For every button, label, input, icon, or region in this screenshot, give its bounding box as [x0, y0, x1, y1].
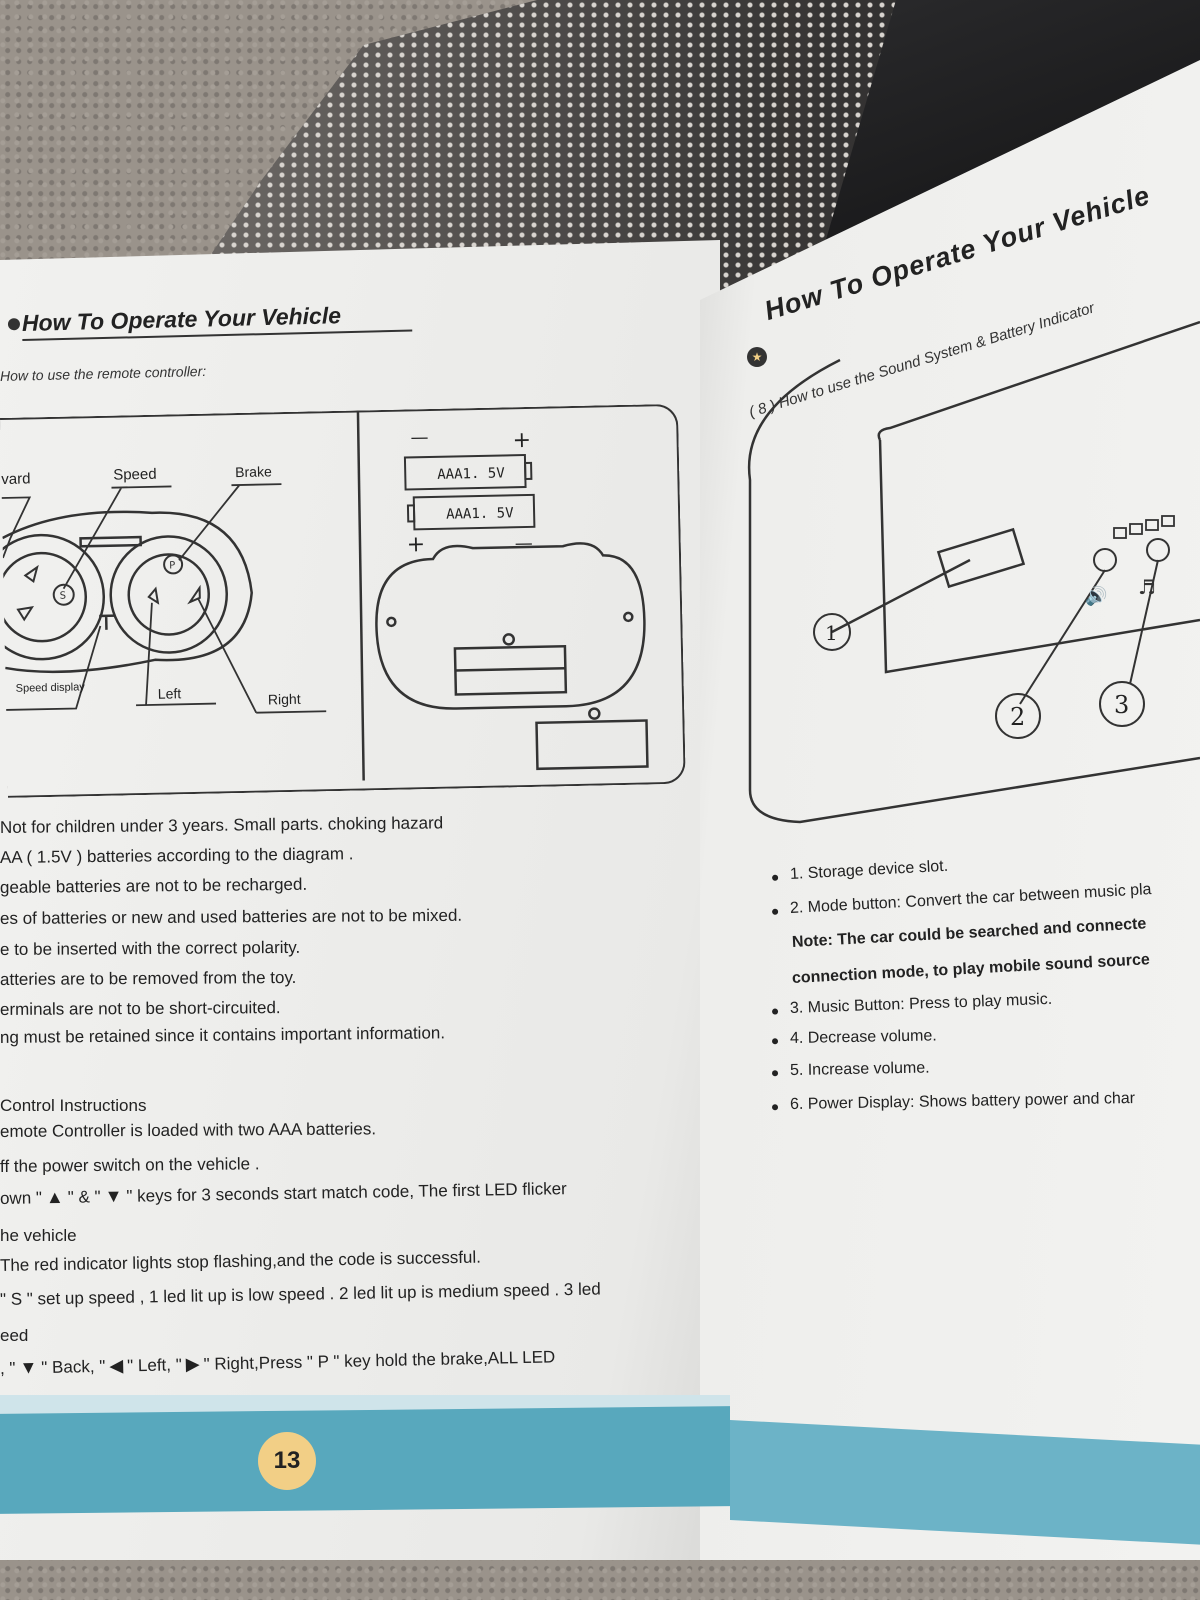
remote-back	[375, 542, 646, 710]
instruction-text: " Back, "	[41, 1356, 106, 1378]
page-number-badge: 13	[258, 1432, 316, 1490]
storage-slot	[936, 527, 1026, 589]
left-key-icon	[147, 586, 160, 605]
callout-1-circle	[813, 613, 851, 651]
right-label: Right	[268, 691, 301, 708]
brake-label: Brake	[235, 463, 272, 480]
callout-2-circle	[995, 693, 1041, 739]
forward-label: vard	[1, 470, 31, 488]
instruction-line: ff the power switch on the vehicle .	[0, 1154, 260, 1176]
instruction-line: eed	[0, 1326, 29, 1345]
speaker-icon: 🔊	[1085, 585, 1107, 607]
key-s-label: S	[60, 591, 67, 602]
dashboard-outline	[747, 358, 1200, 824]
black-down-triangle-icon: ▼	[19, 1357, 38, 1378]
instruction-line: he vehicle	[0, 1226, 77, 1245]
plus-bottom-label: +	[406, 532, 425, 557]
panel-body	[878, 439, 1200, 674]
screw-left-icon	[386, 616, 397, 628]
music-button-icon	[1146, 538, 1170, 562]
back-key-icon	[16, 606, 35, 622]
black-down-triangle-icon: ▼	[104, 1185, 123, 1207]
speed-display-label: Speed display	[16, 681, 86, 694]
sound-system-diagram: 🔊 ♬ 1 2 3	[747, 320, 1200, 824]
battery-led-row	[1113, 515, 1175, 539]
black-left-triangle-icon: ◀	[109, 1355, 124, 1376]
remote-body	[0, 510, 253, 674]
minus-bottom-label: —	[515, 533, 533, 554]
sound-bullet-item: 4. Decrease volume.	[789, 1027, 937, 1047]
compartment-screw-icon	[502, 633, 515, 646]
speed-key-icon	[52, 583, 75, 606]
black-right-triangle-icon: ▶	[185, 1353, 200, 1375]
right-page	[700, 60, 1200, 1560]
instruction-line: emote Controller is loaded with two AAA …	[0, 1119, 377, 1141]
remote-controller-diagram: S P vard Speed Brake Speed display Left …	[0, 412, 649, 781]
battery-1-terminal	[524, 461, 533, 481]
right-key-icon	[187, 584, 201, 605]
warning-line: atteries are to be removed from the toy.	[0, 967, 297, 989]
warning-line: e to be inserted with the correct polari…	[0, 937, 301, 959]
instruction-text: " Left, "	[126, 1355, 182, 1376]
forward-key-icon	[23, 564, 39, 583]
speed-label: Speed	[113, 466, 157, 484]
cover-screw-icon	[588, 707, 601, 720]
callout-2-label: 2	[1010, 703, 1025, 731]
instruction-text: own "	[0, 1188, 43, 1208]
left-label: Left	[158, 685, 182, 701]
warning-line: es of batteries or new and used batterie…	[0, 905, 463, 928]
key-p-label: P	[169, 560, 175, 571]
battery-2-terminal	[406, 504, 416, 523]
control-instructions-title: Control Instructions	[0, 1096, 147, 1115]
left-page	[0, 240, 720, 1560]
warning-line: erminals are not to be short-circuited.	[0, 998, 281, 1019]
brake-key-icon	[163, 554, 184, 575]
footer-band-left	[0, 1406, 730, 1514]
instruction-text: " & "	[67, 1187, 101, 1207]
warning-line: geable batteries are not to be recharged…	[0, 874, 308, 897]
callout-3-label: 3	[1114, 691, 1129, 719]
music-note-icon: ♬	[1138, 575, 1156, 599]
battery-1-label: AAA1. 5V	[437, 465, 505, 482]
screw-right-icon	[623, 611, 634, 623]
star-badge-icon: ★	[747, 347, 767, 367]
callout-1-label: 1	[825, 621, 838, 645]
minus-top-label: —	[410, 427, 428, 448]
callout-3-circle	[1099, 681, 1145, 727]
battery-2-label: AAA1. 5V	[446, 505, 514, 522]
warning-line: AA ( 1.5V ) batteries according to the d…	[0, 844, 354, 867]
instruction-text: , "	[0, 1358, 16, 1378]
panel-top	[877, 320, 1200, 441]
black-up-triangle-icon: ▲	[45, 1186, 64, 1208]
mode-button-icon	[1093, 548, 1117, 572]
sound-bullet-item: 5. Increase volume.	[789, 1059, 930, 1079]
diagram-divider	[356, 412, 365, 781]
battery-cover	[535, 719, 649, 771]
plus-top-label: +	[512, 428, 531, 453]
